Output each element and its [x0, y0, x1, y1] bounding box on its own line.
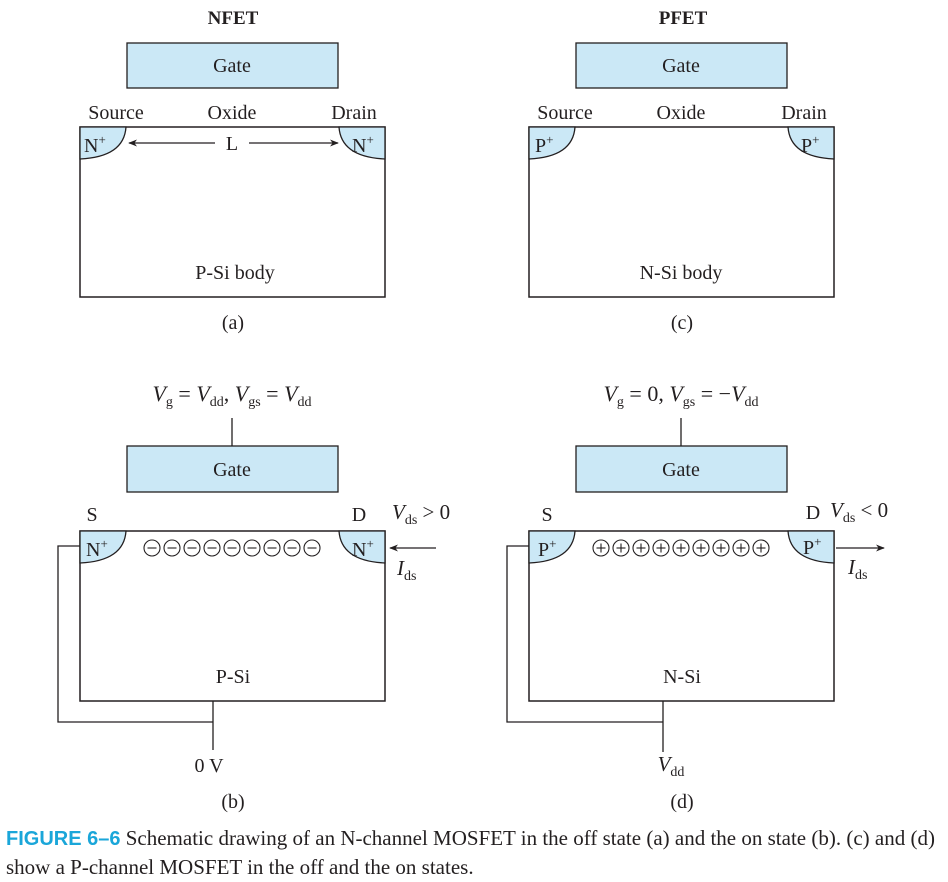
panel-b-label: (b)	[221, 791, 244, 813]
pfet-oxide-label: Oxide	[657, 102, 706, 124]
pfet-vdd-label: Vdd	[658, 752, 685, 780]
nfet-drain-diffusion	[338, 126, 386, 160]
electron-channel	[143, 539, 321, 557]
nfet-s-label: S	[86, 504, 97, 526]
nfet-drain-n-plus: N+	[352, 132, 374, 157]
nfet-on-gate-label: Gate	[213, 459, 251, 481]
pfet-gate-electrode	[575, 42, 788, 89]
nfet-ids-label: Ids	[396, 556, 416, 584]
nfet-vds-label: Vds > 0	[392, 500, 450, 528]
panel-d-pfet-on: Vg = 0, Vgs = −Vdd Gate S D Vds < 0 P+ P…	[506, 381, 888, 813]
nfet-on-drain-diffusion	[338, 530, 386, 564]
nfet-ground-label: 0 V	[194, 755, 224, 777]
pfet-source-label: Source	[537, 102, 593, 124]
pfet-d-label: D	[806, 502, 820, 524]
nfet-gate-label: Gate	[213, 55, 251, 77]
nfet-gate-bias-equation: Vg = Vdd, Vgs = Vdd	[152, 381, 311, 410]
pfet-on-source-p-plus: P+	[538, 536, 556, 561]
panel-b-nfet-on: Vg = Vdd, Vgs = Vdd Gate S D Vds > 0 N+ …	[57, 381, 450, 813]
figure-number: FIGURE 6–6	[6, 828, 121, 850]
pfet-on-n-si-body	[528, 530, 835, 702]
nfet-on-drain-n-plus: N+	[352, 536, 374, 561]
pfet-gate-label: Gate	[662, 55, 700, 77]
nfet-on-p-si-body	[79, 530, 386, 702]
nfet-oxide-label: Oxide	[208, 102, 257, 124]
pfet-s-label: S	[541, 504, 552, 526]
pfet-on-drain-diffusion	[787, 530, 835, 564]
panel-a-label: (a)	[222, 312, 244, 334]
pfet-drain-label: Drain	[781, 102, 827, 124]
pfet-source-supply-wire	[506, 545, 663, 723]
panel-c-pfet: PFET Gate Source Oxide Drain P+ P+ N-Si …	[528, 8, 835, 334]
pfet-on-source-diffusion	[528, 530, 576, 564]
pfet-source-diffusion	[528, 126, 576, 160]
pfet-on-drain-p-plus: P+	[803, 534, 821, 559]
pfet-drain-p-plus: P+	[801, 132, 819, 157]
nfet-on-body-label: P-Si	[216, 666, 251, 688]
pfet-drain-diffusion	[787, 126, 835, 160]
nfet-d-label: D	[352, 504, 366, 526]
panel-a-nfet: NFET Gate Source Oxide Drain N+ N+ L P-S…	[79, 8, 386, 334]
nfet-source-ground-wire	[57, 545, 213, 723]
channel-length-label: L	[226, 133, 238, 155]
nfet-on-source-diffusion	[79, 530, 127, 564]
nfet-on-gate-electrode	[126, 445, 339, 493]
pfet-gate-bias-equation: Vg = 0, Vgs = −Vdd	[603, 381, 758, 410]
nfet-source-diffusion	[79, 126, 127, 160]
pfet-title: PFET	[659, 8, 708, 29]
panel-c-label: (c)	[671, 312, 693, 334]
pfet-on-gate-electrode	[575, 445, 788, 493]
nfet-body-label: P-Si body	[195, 262, 274, 284]
pfet-ids-label: Ids	[847, 555, 867, 583]
nfet-drain-label: Drain	[331, 102, 377, 124]
pfet-on-gate-label: Gate	[662, 459, 700, 481]
caption-text: Schematic drawing of an N-channel MOSFET…	[6, 826, 935, 879]
nfet-source-n-plus: N+	[84, 132, 106, 157]
pfet-body-label: N-Si body	[640, 262, 723, 284]
nfet-title: NFET	[208, 8, 259, 29]
pfet-on-body-label: N-Si	[663, 666, 701, 688]
hole-channel	[592, 539, 770, 557]
pfet-n-si-body	[528, 126, 835, 298]
figure-caption: FIGURE 6–6 Schematic drawing of an N-cha…	[6, 824, 946, 881]
panel-d-label: (d)	[670, 791, 693, 813]
nfet-gate-electrode	[126, 42, 339, 89]
nfet-on-source-n-plus: N+	[86, 536, 108, 561]
nfet-source-label: Source	[88, 102, 144, 124]
pfet-vds-label: Vds < 0	[830, 498, 888, 526]
nfet-p-si-body	[79, 126, 386, 298]
pfet-source-p-plus: P+	[535, 132, 553, 157]
